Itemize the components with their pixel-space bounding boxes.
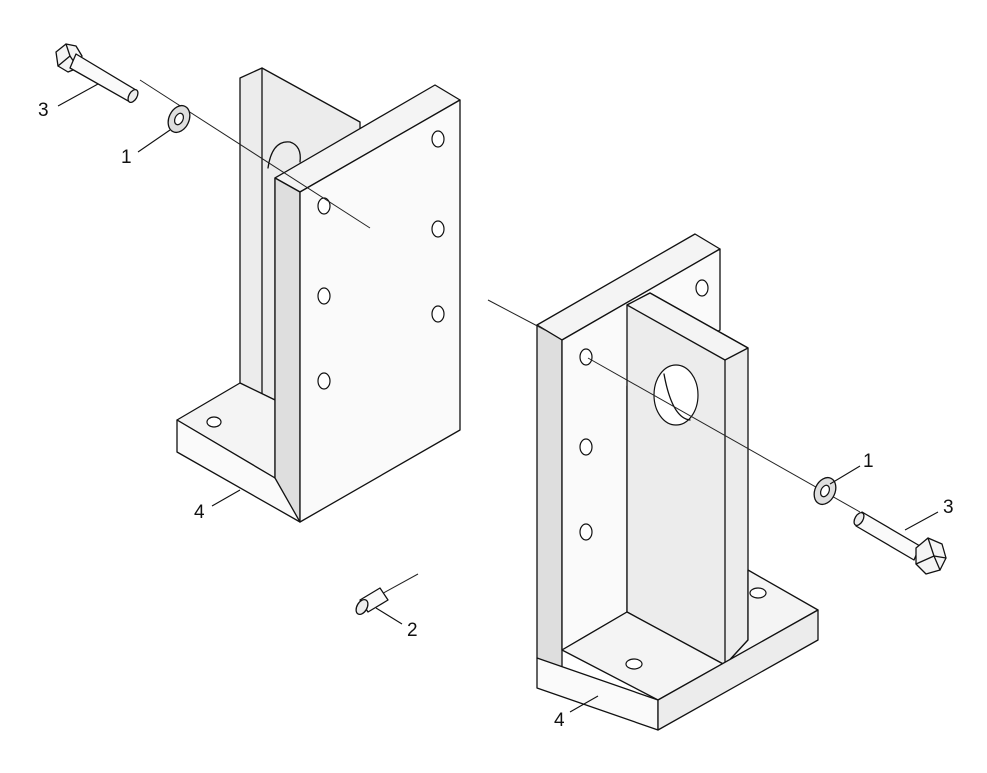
callout-bolt-left: 3 xyxy=(38,100,49,121)
dowel-pin xyxy=(355,587,389,616)
bolt-left xyxy=(55,43,139,104)
bracket-left-plate-face xyxy=(299,99,461,523)
bracket-right-hole xyxy=(695,279,709,297)
bracket-right-hole xyxy=(579,348,593,366)
leader-washer-right xyxy=(829,465,861,485)
callout-washer-right: 1 xyxy=(863,451,874,472)
bolt-right-head xyxy=(915,537,947,575)
bracket-left xyxy=(176,67,461,523)
bracket-left-plate-edge xyxy=(274,177,301,523)
leader-dowel-pin xyxy=(375,607,403,625)
leader-washer-left xyxy=(137,129,171,153)
bracket-left-base-hole xyxy=(206,416,222,428)
bolt-left-shank xyxy=(69,53,137,103)
bracket-right-frame-edge xyxy=(536,324,563,671)
bracket-left-hole xyxy=(317,287,331,305)
bracket-right-hole xyxy=(579,438,593,456)
bolt-right-shank xyxy=(855,511,921,561)
callout-bracket-left: 4 xyxy=(194,502,205,523)
bracket-left-hole xyxy=(431,305,445,323)
leader-bracket-left xyxy=(211,489,241,507)
bracket-right-base-hole xyxy=(625,658,643,670)
bracket-left-bore xyxy=(267,141,301,169)
bracket-left-hole xyxy=(317,372,331,390)
leader-bolt-left xyxy=(57,83,99,107)
assembly-axis-pin xyxy=(377,573,419,597)
callout-bolt-right: 3 xyxy=(943,497,954,518)
callout-washer-left: 1 xyxy=(121,147,132,168)
bracket-right-base-hole xyxy=(749,587,767,599)
callout-bracket-right: 4 xyxy=(554,710,565,731)
leader-bolt-right xyxy=(904,511,939,531)
bracket-left-hole xyxy=(431,220,445,238)
bracket-right-hole xyxy=(579,523,593,541)
bracket-left-hole xyxy=(431,130,445,148)
assembly-axis-right xyxy=(587,357,861,513)
bracket-left-hole xyxy=(317,197,331,215)
leader-bracket-right xyxy=(569,695,599,713)
bolt-right xyxy=(853,511,947,575)
washer-left xyxy=(167,104,191,134)
assembly-axis-left xyxy=(139,79,371,229)
bracket-right xyxy=(536,233,819,731)
callout-dowel-pin: 2 xyxy=(407,620,418,641)
washer-right xyxy=(813,476,837,506)
assembly-axis-center xyxy=(487,299,546,331)
